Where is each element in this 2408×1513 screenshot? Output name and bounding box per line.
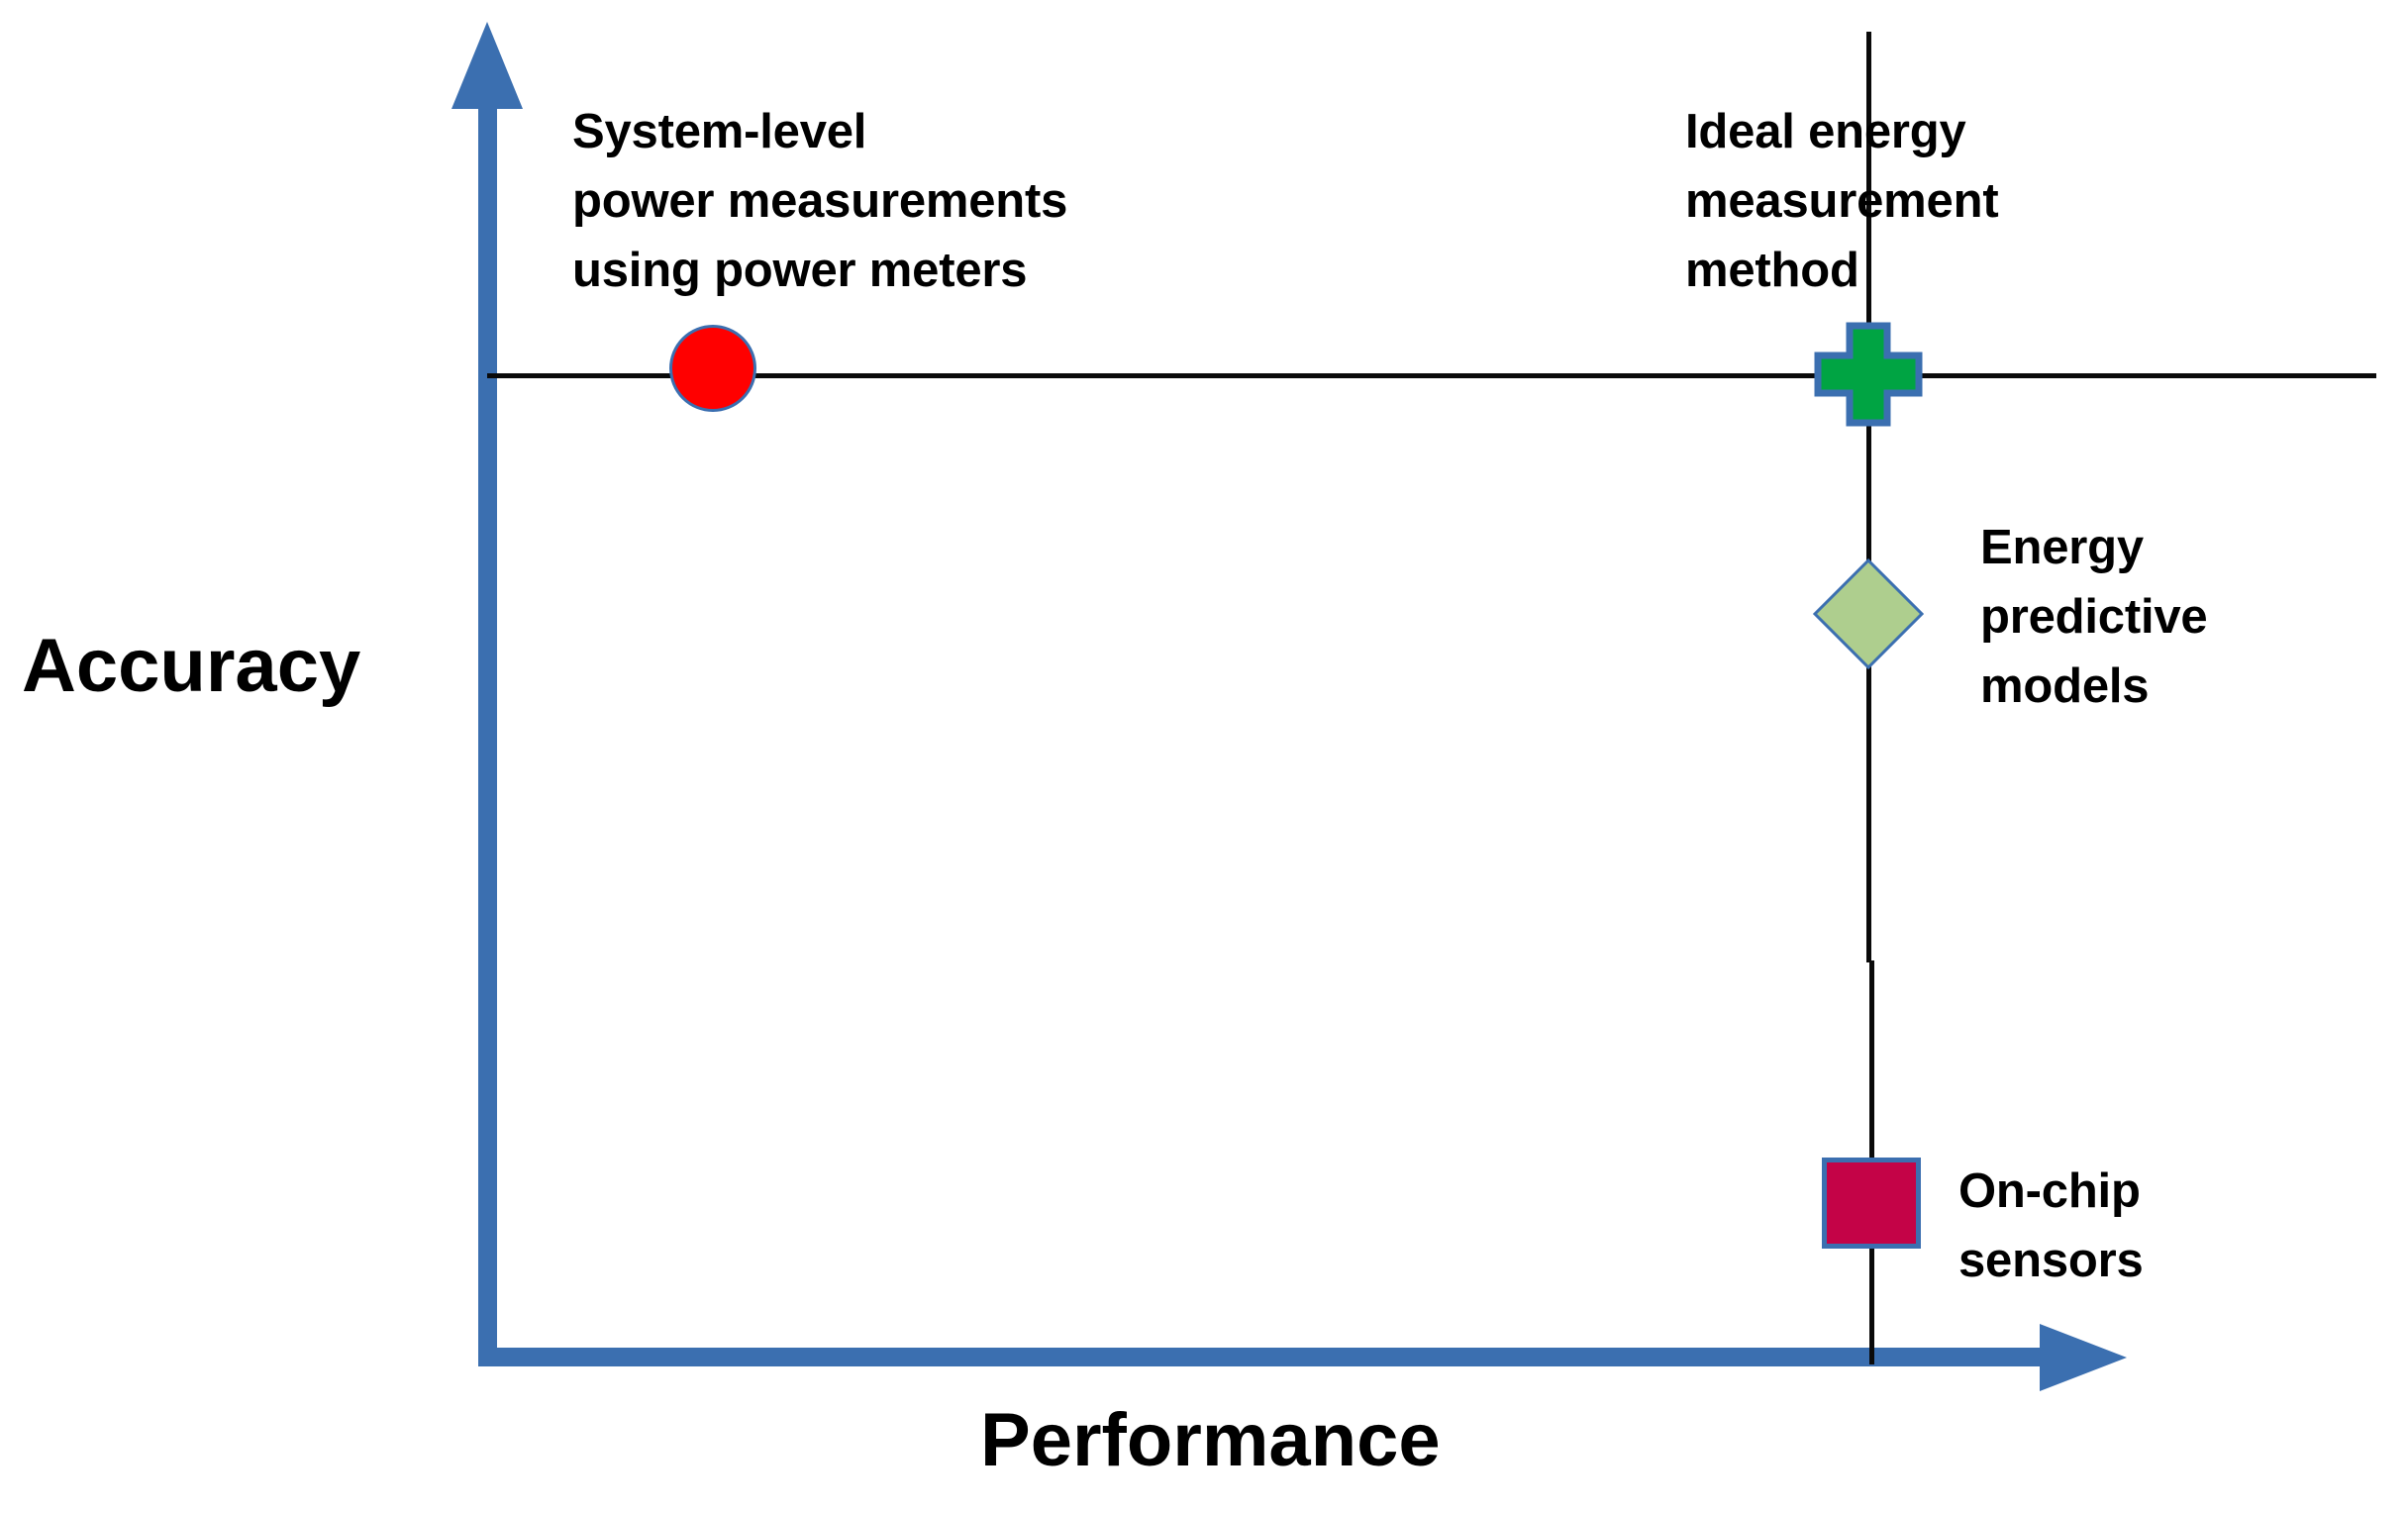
horizontal-reference-line bbox=[487, 373, 2376, 378]
marker-square-on-chip-sensors[interactable] bbox=[1822, 1158, 1921, 1249]
annotation-on-chip-sensors: On-chip sensors bbox=[1958, 1164, 2144, 1287]
annotation-system-level: System-level power measurements using po… bbox=[572, 105, 1068, 297]
y-axis-line bbox=[478, 94, 497, 1366]
x-axis-arrowhead bbox=[2040, 1324, 2127, 1391]
y-axis-arrowhead bbox=[452, 22, 523, 109]
x-axis-label: Performance bbox=[980, 1398, 1441, 1482]
y-axis-label: Accuracy bbox=[22, 624, 361, 708]
x-axis-line bbox=[478, 1348, 2052, 1366]
marker-cross-ideal-energy[interactable] bbox=[1814, 322, 1923, 427]
marker-circle-system-level[interactable] bbox=[669, 325, 756, 412]
annotation-energy-predictive-models: Energy predictive models bbox=[1980, 521, 2208, 713]
marker-diamond-energy-predictive[interactable] bbox=[1812, 557, 1925, 670]
vertical-reference-line-upper bbox=[1866, 32, 1871, 962]
annotation-ideal-energy: Ideal energy measurement method bbox=[1685, 105, 1999, 297]
